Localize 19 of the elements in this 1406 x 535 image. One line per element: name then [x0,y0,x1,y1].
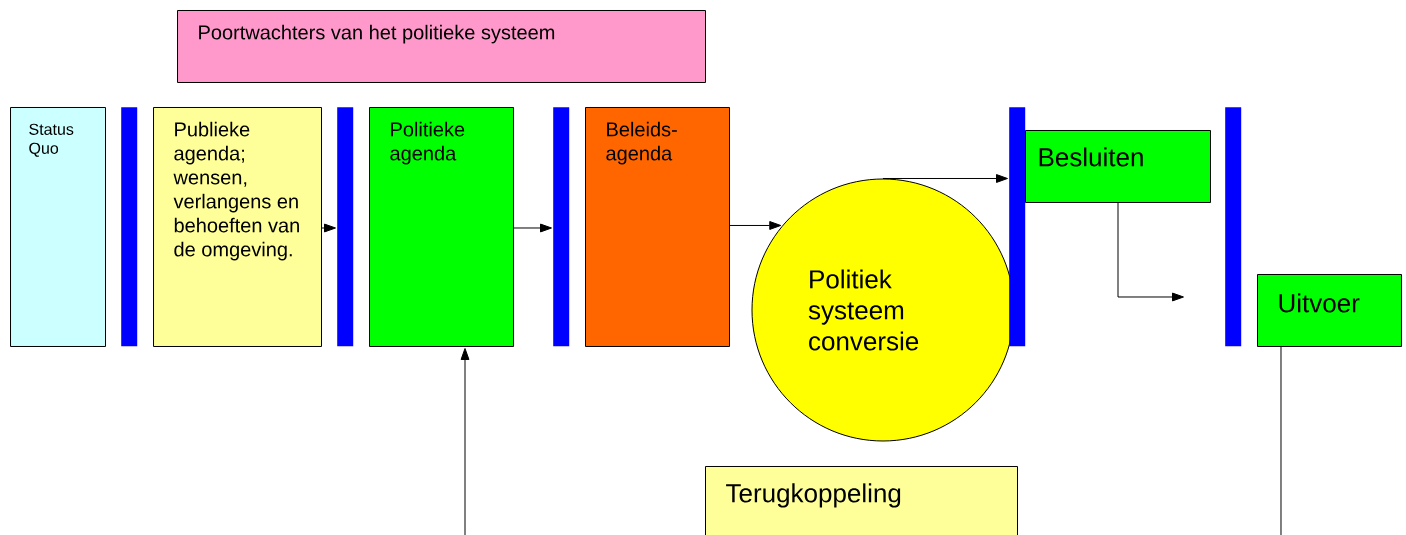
arrow [729,221,782,230]
gate-bar [553,107,570,347]
gate-bar [121,107,138,347]
process-box: Terugkoppeling [705,466,1018,535]
arrow [513,223,552,233]
process-box: Publieke agenda; wensen, verlangens en behoeften van de omgeving. [153,107,322,347]
process-box: Status Quo [10,107,106,347]
process-box: Besluiten [1025,130,1211,203]
gate-bar [1225,107,1242,347]
gate-bar [337,107,354,347]
process-box: Poortwachters van het politieke systeem [177,10,706,83]
arrow [882,174,1008,183]
process-box: Beleids-agenda [585,107,730,347]
process-box: Politieke agenda [369,107,514,347]
gate-bar [1009,107,1026,347]
arrow [1117,202,1184,302]
process-box: Uitvoer [1257,274,1402,347]
arrow [460,348,470,535]
arrow [321,223,336,233]
